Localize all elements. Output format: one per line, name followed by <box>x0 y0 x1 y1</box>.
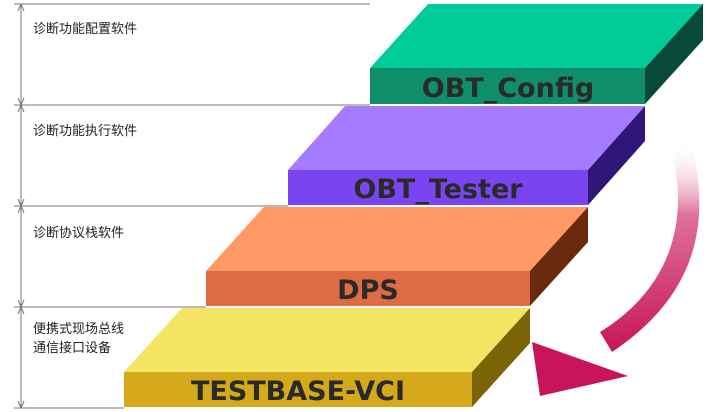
block-dps-side-face <box>530 207 588 306</box>
flow-arrow-head <box>532 342 628 396</box>
block-testbase-vci: TESTBASE-VCI <box>124 308 530 407</box>
block-obt-tester-top-face <box>288 106 645 170</box>
block-testbase-vci-side-face <box>472 308 530 407</box>
tier-label-3: 诊断协议栈软件 <box>33 226 124 241</box>
tier-bracket <box>14 3 370 409</box>
block-obt-config-front-face <box>370 68 645 104</box>
block-testbase-vci-top-face <box>124 308 530 372</box>
block-obt-tester: OBT_Tester <box>288 106 645 205</box>
flow-arrow <box>532 140 700 396</box>
block-testbase-vci-front-face <box>124 372 472 407</box>
block-obt-tester-label: OBT_Tester <box>353 174 523 205</box>
block-dps-front-face <box>206 271 530 306</box>
block-dps: DPS <box>206 207 588 306</box>
block-obt-config-label: OBT_Config <box>422 73 594 104</box>
tier-label-2: 诊断功能执行软件 <box>33 124 137 139</box>
block-dps-top-face <box>206 207 588 271</box>
bracket-arrowheads <box>17 3 25 409</box>
tier-label-4-line-1: 便携式现场总线 <box>33 321 124 337</box>
block-obt-config: OBT_Config <box>370 4 703 104</box>
block-obt-tester-front-face <box>288 170 588 205</box>
block-obt-config-top-face <box>370 4 703 68</box>
block-obt-tester-side-face <box>588 106 645 205</box>
block-testbase-vci-label: TESTBASE-VCI <box>191 376 405 407</box>
tier-label-1: 诊断功能配置软件 <box>33 22 137 37</box>
flow-arrow-body <box>600 140 700 352</box>
block-obt-config-side-face <box>645 4 703 104</box>
block-dps-label: DPS <box>337 275 399 306</box>
tier-label-4-line-2: 通信接口设备 <box>33 340 111 356</box>
